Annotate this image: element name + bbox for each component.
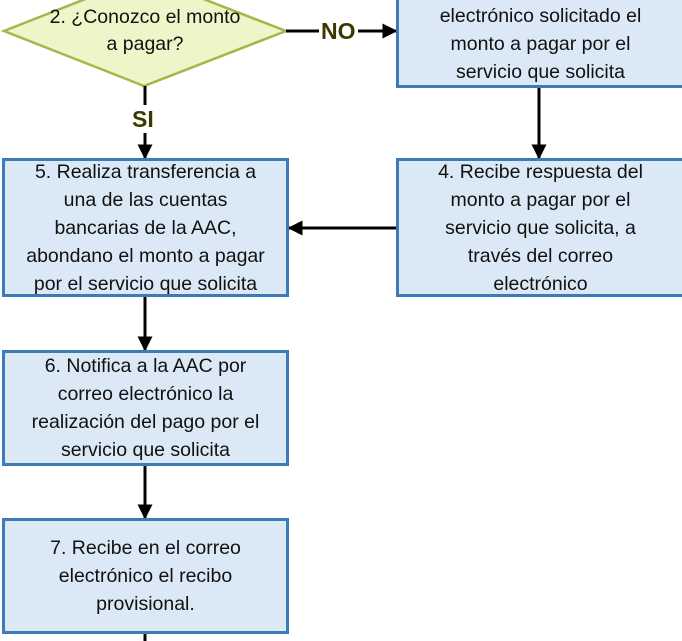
step7-box: 7. Recibe en el correo electrónico el re… bbox=[2, 518, 289, 634]
step3-box: electrónico solicitado el monto a pagar … bbox=[396, 0, 682, 88]
step3-text: electrónico solicitado el monto a pagar … bbox=[439, 5, 642, 83]
step5-text: 5. Realiza transferencia a una de las cu… bbox=[26, 160, 265, 295]
step6-box: 6. Notifica a la AAC por correo electrón… bbox=[2, 350, 289, 466]
decision-text: 2. ¿Conozco el monto a pagar? bbox=[49, 6, 241, 55]
step6-text: 6. Notifica a la AAC por correo electrón… bbox=[31, 355, 260, 461]
label-si: SI bbox=[130, 105, 156, 133]
step5-box: 5. Realiza transferencia a una de las cu… bbox=[2, 158, 289, 297]
step4-text: 4. Recibe respuesta del monto a pagar po… bbox=[438, 160, 643, 295]
label-no: NO bbox=[319, 17, 358, 45]
step4-box: 4. Recibe respuesta del monto a pagar po… bbox=[396, 158, 682, 297]
step7-text: 7. Recibe en el correo electrónico el re… bbox=[50, 537, 241, 615]
